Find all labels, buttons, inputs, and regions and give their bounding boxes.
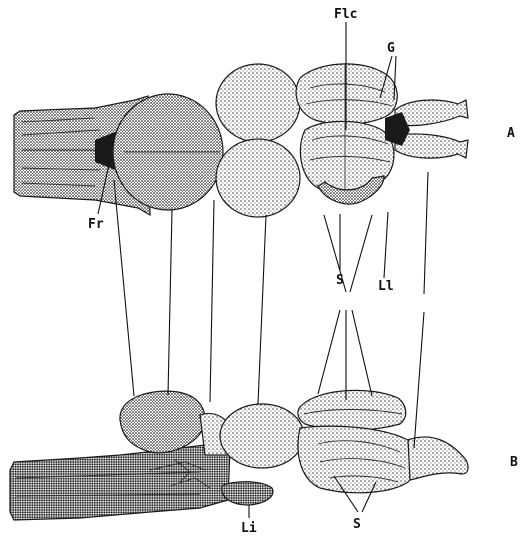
- label-view-a: A: [507, 126, 515, 141]
- leader-ol-upper: [424, 172, 428, 294]
- optic-lobe-upper-a: [216, 64, 300, 142]
- label-ll: Ll: [378, 279, 394, 294]
- leader-c: [168, 210, 172, 395]
- medulla-b: [298, 426, 417, 493]
- optic-lobe-lower-a: [216, 139, 300, 217]
- label-view-b: B: [510, 455, 518, 470]
- view-a-dorsal: [14, 64, 468, 217]
- leader-fc: [210, 200, 214, 402]
- brainstem-b: [10, 445, 230, 520]
- label-flc: Flc: [334, 7, 357, 22]
- leader-ol-lower: [414, 312, 424, 448]
- label-fr: Fr: [88, 217, 104, 232]
- label-s-a: S: [336, 273, 344, 288]
- lobus-inferior-b: [222, 482, 273, 505]
- leader-ll: [384, 212, 388, 278]
- cerebrum-b: [120, 391, 205, 453]
- leader-g-down-3: [352, 310, 372, 396]
- leader-opl: [258, 215, 266, 404]
- view-b-lateral: [10, 390, 468, 520]
- leader-g-up-2: [350, 215, 372, 292]
- label-li: Li: [241, 521, 257, 536]
- olfactory-lobe-b: [408, 437, 468, 480]
- leader-g-down-1: [318, 310, 340, 394]
- cerebellum-b: [298, 390, 406, 430]
- label-s-b: S: [353, 517, 361, 532]
- cerebellum-upper-a: [296, 64, 397, 124]
- optic-lobe-b: [220, 404, 304, 468]
- label-g-top: G: [387, 41, 395, 56]
- leader-vl: [114, 180, 134, 396]
